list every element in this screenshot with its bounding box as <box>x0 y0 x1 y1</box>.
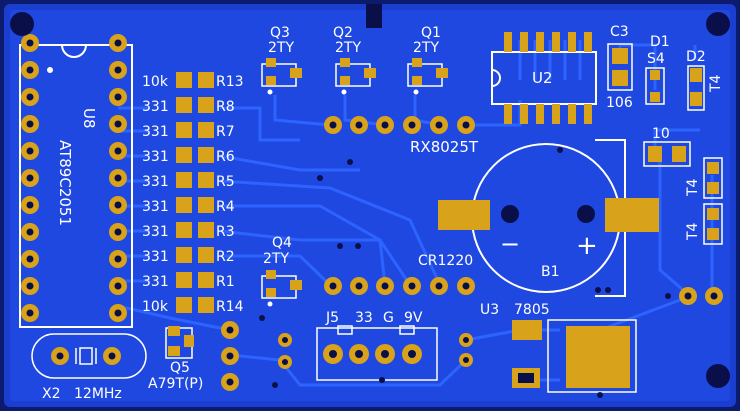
r3-ref: R3 <box>216 224 235 240</box>
resistor-bank: 10k R13 331 R8 331 R7 331 R6 331 R5 331 … <box>142 72 244 315</box>
r2-ref: R2 <box>216 249 235 265</box>
u8-chip: U8 AT89C2051 <box>19 34 133 328</box>
u3-regulator: U3 7805 <box>480 302 637 393</box>
u3-ref: U3 <box>480 302 499 318</box>
r3-value: 331 <box>142 224 169 240</box>
d1-diode: D1 S4 <box>645 34 670 105</box>
q1-transistor: Q1 2TY <box>407 25 448 95</box>
q1-part: 2TY <box>413 40 439 56</box>
c3-capacitor: C3 106 <box>606 24 633 111</box>
q2-ref: Q2 <box>333 25 353 41</box>
r14-ref: R14 <box>216 299 244 315</box>
q4-transistor: Q4 2TY <box>261 235 302 307</box>
crystal-freq: 12MHz <box>74 386 122 402</box>
c3-ref: C3 <box>610 24 629 40</box>
vias <box>259 147 671 398</box>
board-notch <box>366 4 382 28</box>
d1-part: S4 <box>647 51 665 67</box>
r1-value: 331 <box>142 274 169 290</box>
q4-ref: Q4 <box>272 235 292 251</box>
q5-transistor: Q5 A79T(P) <box>148 326 203 392</box>
j5-gnd-label: G <box>383 310 394 326</box>
q3-transistor: Q3 2TY <box>261 25 302 95</box>
d2-diode: D2 T4 <box>686 49 724 111</box>
q3-ref: Q3 <box>270 25 290 41</box>
t4-part-lower: T4 <box>685 203 723 245</box>
q5-ref: Q5 <box>170 360 190 376</box>
r6-ref: R6 <box>216 149 235 165</box>
t4-label-upper: T4 <box>685 178 701 197</box>
j5-9v-label: 9V <box>404 310 423 326</box>
r7-ref: R7 <box>216 124 235 140</box>
r2-value: 331 <box>142 249 169 265</box>
u8-part-label: AT89C2051 <box>56 140 74 226</box>
traces <box>117 40 714 387</box>
t4-part-upper: T4 <box>685 157 723 199</box>
mid-header <box>324 277 475 295</box>
u2-part: RX8025T <box>410 138 479 156</box>
r5-value: 331 <box>142 174 169 190</box>
rx8025t-header: RX8025T <box>324 116 479 156</box>
u8-ref-label: U8 <box>80 108 98 129</box>
r6-value: 331 <box>142 149 169 165</box>
crystal-x2: X2 12MHz <box>31 333 147 402</box>
u2-chip: U2 <box>491 32 597 124</box>
r7-value: 331 <box>142 124 169 140</box>
battery-holder: − + B1 CR1220 <box>418 139 659 297</box>
mounting-holes <box>10 12 730 388</box>
r1-ref: R1 <box>216 274 235 290</box>
u2-ref: U2 <box>532 69 553 87</box>
r14-value: 10k <box>142 299 169 315</box>
j5-33-label: 33 <box>355 310 373 326</box>
battery-minus: − <box>500 230 520 258</box>
q5-side-pads <box>221 287 723 391</box>
j5-ref: J5 <box>325 310 339 326</box>
battery-part: CR1220 <box>418 253 473 269</box>
r4-value: 331 <box>142 199 169 215</box>
d2-ref: D2 <box>686 49 706 65</box>
t4-label-lower: T4 <box>685 222 701 241</box>
q1-ref: Q1 <box>421 25 441 41</box>
cap-10: 10 <box>643 126 691 167</box>
c3-value: 106 <box>606 95 633 111</box>
q5-part: A79T(P) <box>148 376 203 392</box>
battery-plus: + <box>576 231 598 261</box>
u3-part: 7805 <box>514 302 550 318</box>
r13-ref: R13 <box>216 74 244 90</box>
d1-ref: D1 <box>650 34 670 50</box>
q2-transistor: Q2 2TY <box>333 25 376 95</box>
crystal-ref: X2 <box>42 386 61 402</box>
r4-ref: R4 <box>216 199 235 215</box>
q3-part: 2TY <box>268 40 294 56</box>
j5-connector: J5 33 G 9V <box>316 310 438 381</box>
r13-value: 10k <box>142 74 169 90</box>
cap10-value: 10 <box>652 126 670 142</box>
r8-ref: R8 <box>216 99 235 115</box>
r8-value: 331 <box>142 99 169 115</box>
q2-part: 2TY <box>335 40 361 56</box>
r5-ref: R5 <box>216 174 235 190</box>
d2-part: T4 <box>708 74 724 93</box>
q4-part: 2TY <box>263 251 289 267</box>
battery-ref: B1 <box>541 264 560 280</box>
